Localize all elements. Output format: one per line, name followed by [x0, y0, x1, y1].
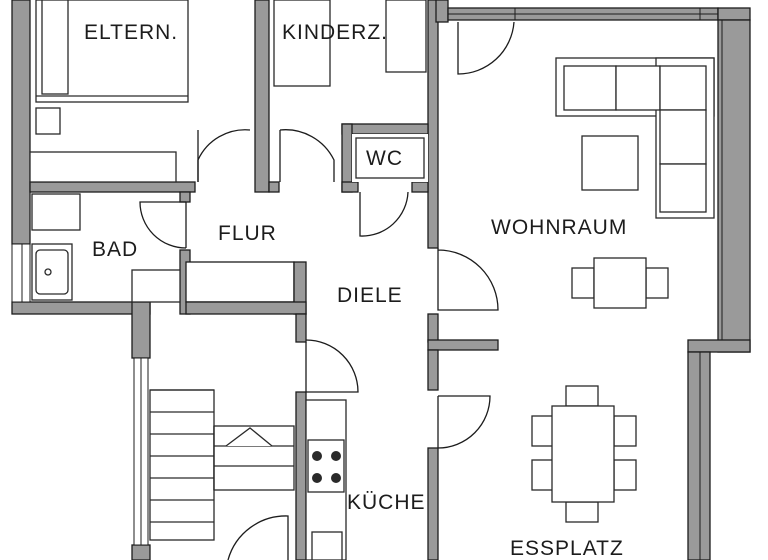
bed-kinderz — [273, 0, 331, 87]
wall-right-upper — [717, 19, 751, 353]
side-table — [571, 257, 669, 309]
wall-diele-mid-lower — [427, 349, 439, 391]
room-label-bad: BAD — [92, 238, 139, 261]
wall-top-stub — [435, 0, 449, 23]
pillow-eltern — [41, 0, 69, 95]
wall-diele-stub — [427, 339, 499, 351]
door-top — [457, 21, 515, 75]
wall-wc-bottom-right — [411, 181, 429, 193]
door-bottom-left — [227, 515, 289, 560]
staircase — [149, 389, 295, 541]
wall-kueche-left-lower — [295, 391, 307, 560]
bad-cabinet — [31, 193, 81, 231]
window-frames — [11, 8, 723, 560]
wall-kueche-left-upper — [295, 313, 307, 343]
wall-kinderz-stub — [268, 181, 280, 193]
wall-stair-top-left — [131, 301, 151, 359]
door-wohnraum — [437, 248, 499, 311]
furniture — [29, 0, 715, 560]
wall-left-upper — [11, 0, 31, 245]
room-label-wohnraum: WOHNRAUM — [491, 216, 628, 239]
door-eltern — [197, 129, 251, 182]
room-label-kueche: KÜCHE — [347, 491, 426, 514]
coffee-table — [581, 135, 639, 191]
door-kueche — [305, 339, 359, 393]
burner-icon — [331, 451, 341, 461]
wall-wc-bottom-left — [341, 181, 359, 193]
drain-icon — [44, 268, 52, 276]
wall-bad-right-top — [179, 191, 191, 203]
bad-shower — [131, 269, 181, 303]
bathtub-inner — [35, 249, 69, 295]
room-label-kinderz: KINDERZ. — [282, 21, 389, 44]
wall-diele-lower — [427, 447, 439, 560]
wall-eltern-bottom — [29, 181, 196, 193]
wall-right-lower — [687, 351, 711, 560]
wall-right-top — [717, 7, 751, 21]
door-wc — [359, 191, 409, 237]
wall-eltern-kinderz — [254, 0, 270, 193]
door-bad — [139, 201, 187, 249]
burner-icon — [312, 451, 322, 461]
flur-cabinet — [185, 261, 295, 303]
wall-right-step — [687, 339, 751, 353]
stove-burners — [312, 451, 341, 483]
room-label-essplatz: ESSPLATZ — [510, 537, 624, 560]
door-essplatz — [437, 395, 491, 449]
wall-wc-top — [341, 123, 429, 135]
door-kinderz — [279, 129, 335, 182]
wall-flur-bottom — [185, 301, 307, 315]
sofa — [555, 57, 715, 219]
kitchen-sink — [311, 531, 343, 560]
wall-horizontal-bad-bottom — [11, 301, 151, 315]
wc-fixture — [355, 137, 425, 179]
burner-icon — [331, 473, 341, 483]
wall-diele-mid — [427, 313, 439, 343]
nightstand-eltern — [35, 107, 61, 135]
room-label-eltern: ELTERN. — [84, 21, 179, 44]
kitchen-stove — [307, 439, 345, 493]
room-label-diele: DIELE — [337, 284, 403, 307]
burner-icon — [312, 473, 322, 483]
doors — [139, 21, 515, 560]
wall-stair-bottom-left — [131, 544, 151, 560]
room-label-wc: WC — [366, 147, 403, 170]
desk-kinderz — [385, 0, 427, 73]
room-label-flur: FLUR — [218, 222, 277, 245]
wall-kinderz-right — [427, 0, 439, 249]
dining-table — [531, 385, 637, 523]
wardrobe-eltern — [29, 151, 177, 183]
